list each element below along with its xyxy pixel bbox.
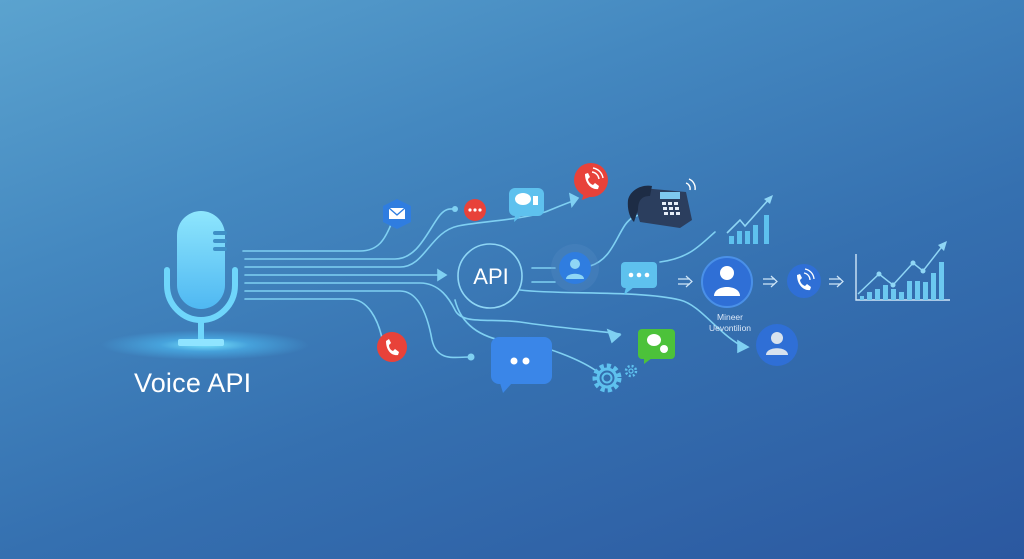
blue-chat-icon[interactable]: [491, 337, 552, 393]
gear-icon[interactable]: [592, 363, 638, 393]
call-blue-icon[interactable]: [787, 264, 821, 298]
user-lower-icon[interactable]: [756, 324, 798, 366]
api-hub-label: API: [473, 264, 509, 289]
user-main-icon[interactable]: [701, 256, 753, 308]
green-chat-icon[interactable]: [638, 329, 675, 364]
red-chat-icon[interactable]: [464, 199, 486, 221]
envelope-icon[interactable]: [383, 199, 411, 229]
desk-phone-icon[interactable]: [627, 178, 696, 228]
user-caption: Mineer Uevontilion: [690, 312, 770, 334]
bar-chart-icon[interactable]: [726, 195, 773, 244]
user-caption-line2: Uevontilion: [708, 323, 752, 333]
user-api-icon[interactable]: [551, 244, 599, 292]
red-phone-icon[interactable]: [377, 332, 407, 362]
flow-arrows: [678, 275, 844, 288]
user-caption-line1: Mineer: [717, 312, 743, 322]
analytics-chart-icon[interactable]: [855, 241, 950, 301]
phone-ringing-icon[interactable]: [574, 163, 608, 200]
chat-bubbles-icon[interactable]: [509, 188, 544, 222]
message-icon[interactable]: [621, 262, 657, 295]
page-title: Voice API: [134, 368, 252, 398]
